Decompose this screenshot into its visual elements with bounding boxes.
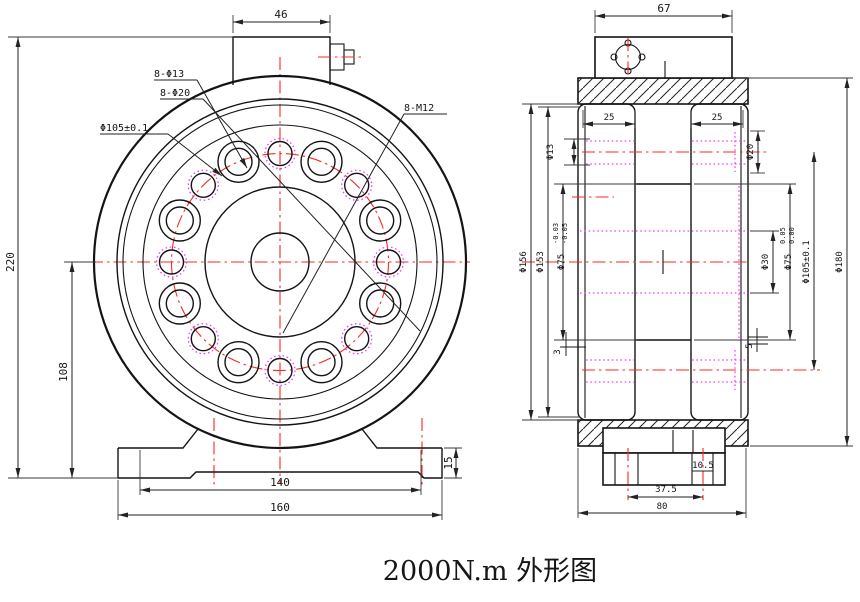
front-leader-labels: 8-Φ13 8-Φ20 8-M12 Φ105±0.1 — [100, 69, 447, 334]
label-counterbores: 8-Φ20 — [160, 88, 190, 99]
counterbored-holes — [158, 140, 402, 384]
side-dimensions: 67 25 25 Φ13 Φ156 Φ153 — [519, 2, 853, 518]
dim-recess-tol-lower: 0.00 — [788, 227, 796, 244]
dim-foot-hole-width: 10.5 — [692, 461, 714, 471]
side-view: 67 25 25 Φ13 Φ156 Φ153 — [519, 2, 853, 518]
dim-foot-hole-span: 37.5 — [655, 485, 677, 495]
bolt-circle-centerline — [170, 152, 390, 372]
dim-mount-span: 140 — [270, 476, 290, 489]
dim-left-lip: 3 — [553, 349, 563, 354]
label-tapped-holes: 8-M12 — [404, 103, 434, 114]
dim-hole-dia: Φ13 — [546, 144, 556, 160]
dim-recess-dia-group: Φ75 0.05 0.00 — [779, 227, 796, 270]
dim-box-width: 46 — [274, 8, 287, 21]
side-foot — [602, 427, 726, 500]
front-dimensions: 46 220 108 140 160 15 — [4, 8, 462, 520]
label-through-holes: 8-Φ13 — [154, 69, 184, 80]
front-view: 46 220 108 140 160 15 — [4, 8, 470, 520]
dim-hub-tol-lower: -0.05 — [561, 223, 569, 244]
dim-overall-height: 220 — [4, 252, 17, 272]
front-centerlines — [90, 57, 470, 488]
housing-section-top — [577, 77, 749, 105]
dim-housing-od: Φ180 — [835, 251, 845, 273]
side-hidden-lines — [580, 132, 747, 390]
dim-side-box-width: 67 — [657, 2, 670, 15]
dim-right-lip: 5 — [745, 343, 755, 348]
front-mounting-foot — [117, 428, 443, 479]
tapped-holes — [155, 137, 405, 387]
dim-flange-od-inner: Φ153 — [536, 251, 546, 273]
dim-hub-dia: Φ75 — [557, 254, 567, 270]
dim-center-height: 108 — [57, 362, 70, 382]
side-centerlines — [522, 151, 820, 371]
dim-flange-od-outer: Φ156 — [519, 251, 529, 273]
dim-bore-dia: Φ30 — [761, 254, 771, 270]
dim-base-width: 160 — [270, 501, 290, 514]
dim-cbore-dia: Φ20 — [746, 144, 756, 160]
dim-hub-tol-upper: -0.03 — [552, 223, 560, 244]
dim-flange-left-width: 25 — [604, 113, 615, 123]
dim-recess-dia: Φ75 — [784, 254, 794, 270]
dim-hub-dia-group: Φ75 -0.03 -0.05 — [552, 223, 569, 270]
label-bolt-circle: Φ105±0.1 — [100, 123, 148, 134]
dim-side-bolt-circle: Φ105±0.1 — [802, 240, 812, 283]
front-junction-box — [232, 36, 362, 85]
side-junction-box — [594, 36, 733, 79]
dim-flange-right-width: 25 — [712, 113, 723, 123]
dim-base-thickness: 15 — [442, 456, 455, 469]
drawing-title: 2000N.m 外形图 — [383, 556, 597, 587]
dim-foot-width: 80 — [657, 502, 668, 512]
dim-recess-tol-upper: 0.05 — [779, 227, 787, 244]
